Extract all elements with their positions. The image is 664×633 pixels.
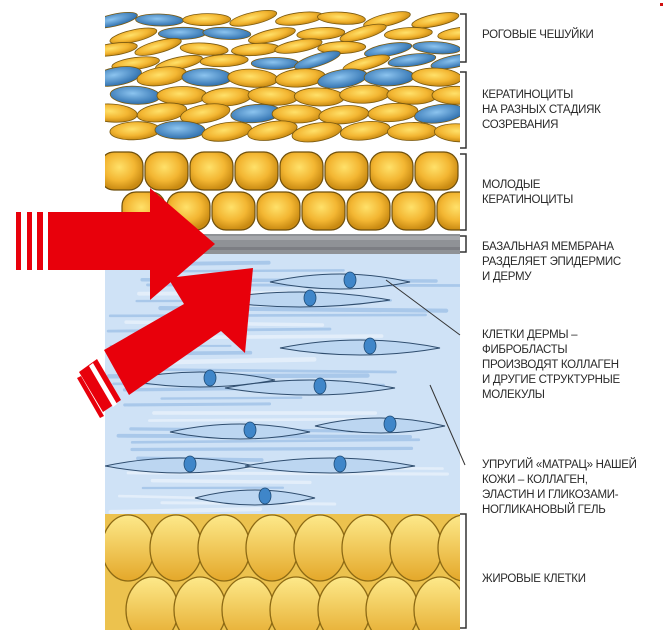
collagen-fiber (157, 359, 314, 362)
horny-scale (412, 40, 461, 55)
maturing-keratinocyte (294, 87, 344, 106)
maturing-keratinocyte (411, 67, 462, 87)
horny-scale (158, 27, 206, 40)
maturing-keratinocyte (91, 63, 143, 89)
fibroblast-nucleus (314, 378, 326, 394)
horny-scale (384, 26, 433, 41)
fat-cell (102, 515, 154, 581)
maturing-keratinocyte (275, 67, 326, 89)
corner-mark (660, 3, 663, 6)
fat-cell (390, 515, 442, 581)
young-keratinocyte (190, 152, 233, 190)
young-keratinocyte (392, 192, 435, 230)
fibroblast-nucleus (204, 370, 216, 386)
maturing-keratinocyte (387, 86, 437, 105)
maturing-keratinocyte (272, 105, 322, 123)
layer-bracket (460, 154, 466, 230)
horny-scale (275, 10, 324, 28)
label-young-keratinocytes: МОЛОДЫЕ КЕРАТИНОЦИТЫ (482, 178, 660, 208)
maturing-keratinocyte (387, 122, 437, 141)
young-keratinocyte (325, 152, 368, 190)
maturing-keratinocyte (434, 122, 485, 143)
maturing-keratinocyte (413, 101, 465, 126)
maturing-keratinocyte (157, 86, 207, 104)
young-keratinocyte (145, 152, 188, 190)
maturing-keratinocyte (201, 119, 253, 144)
maturing-keratinocyte (155, 121, 205, 139)
young-keratinocyte (347, 192, 390, 230)
layer-bracket (460, 514, 466, 628)
horny-scale (203, 26, 251, 40)
young-keratinocyte (100, 152, 143, 190)
fibroblast-nucleus (244, 422, 256, 438)
maturing-keratinocyte (87, 102, 138, 123)
layer-bracket (460, 14, 466, 62)
collagen-fiber (149, 419, 371, 420)
label-elastic-mattress: УПРУГИЙ «МАТРАЦ» НАШЕЙ КОЖИ – КОЛЛАГЕН, … (482, 458, 660, 518)
horny-scale (135, 13, 183, 26)
collagen-fiber (110, 315, 425, 316)
young-keratinocyte (235, 152, 278, 190)
horny-scale (437, 24, 486, 42)
young-keratinocyte (257, 192, 300, 230)
maturing-keratinocytes-layer (87, 63, 485, 145)
collagen-fiber (152, 481, 309, 483)
collagen-fiber (132, 448, 411, 449)
layer-bracket (460, 236, 466, 252)
horny-scale (183, 13, 231, 26)
horny-scale (251, 57, 299, 69)
collagen-fiber (111, 509, 260, 512)
maturing-keratinocyte (364, 67, 414, 86)
layer-brackets (460, 14, 466, 628)
maturing-keratinocyte (432, 86, 482, 104)
maturing-keratinocyte (109, 121, 160, 141)
young-keratinocyte (212, 192, 255, 230)
horny-scale (317, 11, 366, 26)
fibroblast-nucleus (364, 338, 376, 354)
collagen-fiber (163, 270, 344, 271)
fibroblast-nucleus (334, 456, 346, 472)
fat-cell (342, 515, 394, 581)
collagen-fiber (125, 404, 270, 405)
horny-scale (200, 54, 249, 68)
young-keratinocyte (370, 152, 413, 190)
horny-scales-layer (89, 7, 486, 75)
fibroblast-nucleus (384, 416, 396, 432)
young-keratinocyte (415, 152, 458, 190)
maturing-keratinocyte (248, 86, 299, 106)
label-maturing-keratinocytes: КЕРАТИНОЦИТЫ НА РАЗНЫХ СТАДИЯК СОЗРЕВАНИ… (482, 88, 660, 133)
layer-bracket (460, 72, 466, 148)
maturing-keratinocyte (110, 85, 161, 105)
maturing-keratinocyte (227, 68, 278, 89)
fat-cell (294, 515, 346, 581)
young-keratinocyte (280, 152, 323, 190)
fat-cell (150, 515, 202, 581)
young-keratinocyte (302, 192, 345, 230)
fibroblast-nucleus (344, 272, 356, 288)
label-fibroblasts: КЛЕТКИ ДЕРМЫ – ФИБРОБЛАСТЫ ПРОИЗВОДЯТ КО… (482, 328, 660, 403)
label-fat-cells: ЖИРОВЫЕ КЛЕТКИ (482, 572, 660, 587)
fat-cells-layer (102, 515, 514, 633)
horny-scale (180, 42, 229, 57)
fat-cell (198, 515, 250, 581)
label-basal-membrane: БАЗАЛЬНАЯ МЕМБРАНА РАЗДЕЛЯЕТ ЭПИДЕРМИС И… (482, 240, 660, 285)
fibroblast-nucleus (259, 488, 271, 504)
fibroblast-nucleus (184, 456, 196, 472)
horny-scale (229, 7, 278, 29)
collagen-fiber (162, 398, 302, 399)
young-keratinocyte (437, 192, 480, 230)
fat-cell (246, 515, 298, 581)
horny-scale (89, 9, 138, 31)
maturing-keratinocyte (367, 102, 418, 124)
fibroblast-nucleus (304, 290, 316, 306)
maturing-keratinocyte (182, 68, 232, 87)
label-horny-scales: РОГОВЫЕ ЧЕШУЙКИ (482, 28, 660, 43)
